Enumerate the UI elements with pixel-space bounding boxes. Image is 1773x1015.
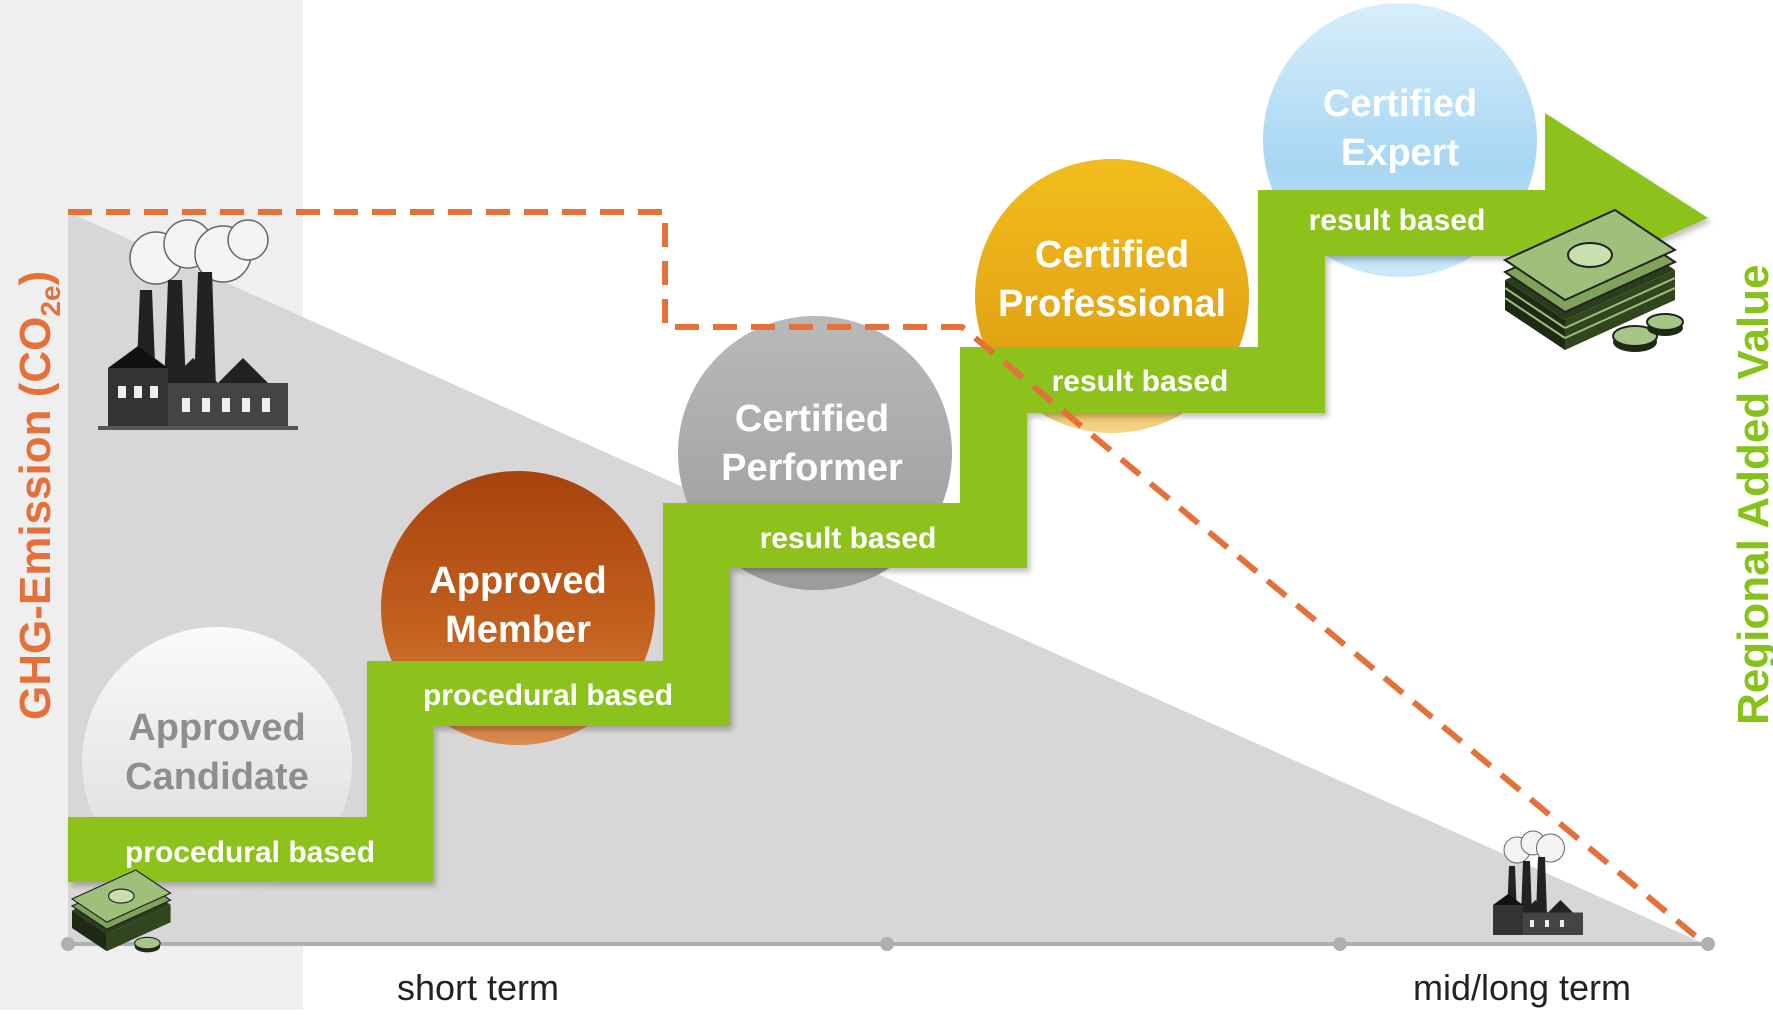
stage-title-line2: Performer [721,447,903,489]
stage-title-line1: Approved [128,707,305,749]
stage-title-line2: Expert [1341,132,1460,174]
emission-reduction-dashed-line [68,209,1707,947]
x-axis-tick [1333,937,1347,951]
stage-basis-label: result based [1309,204,1486,237]
x-axis-tick [1701,937,1715,951]
stage-title-line2: Candidate [125,756,309,798]
stage-title-line2: Professional [998,283,1226,325]
money-stack-icon-small [70,869,172,953]
x-axis-label-mid-long-term: mid/long term [1413,967,1631,1008]
stage-title-line2: Member [445,609,591,651]
x-axis-label-short-term: short term [397,967,559,1008]
stage-title-line1: Certified [1035,234,1189,276]
factory-icon-small [1493,830,1583,935]
money-stack-icon-large [1502,208,1684,352]
stage-basis-label: result based [760,522,937,555]
stage-title-line1: Certified [1323,83,1477,125]
stage-basis-label: result based [1052,365,1229,398]
emission-triangle [68,212,1705,944]
growth-staircase-arrow [68,113,1708,882]
y-axis-right-label: Regional Added Value [1729,265,1773,725]
stage-title-line1: Approved [429,560,606,602]
stage-basis-label: procedural based [423,679,673,712]
x-axis-tick [880,937,894,951]
factory-icon-large [98,219,298,430]
stage-basis-label: procedural based [125,836,375,869]
stage-title-line1: Certified [735,398,889,440]
y-axis-left-label: GHG-Emission (CO2e) [11,271,66,720]
x-axis-tick [61,937,75,951]
